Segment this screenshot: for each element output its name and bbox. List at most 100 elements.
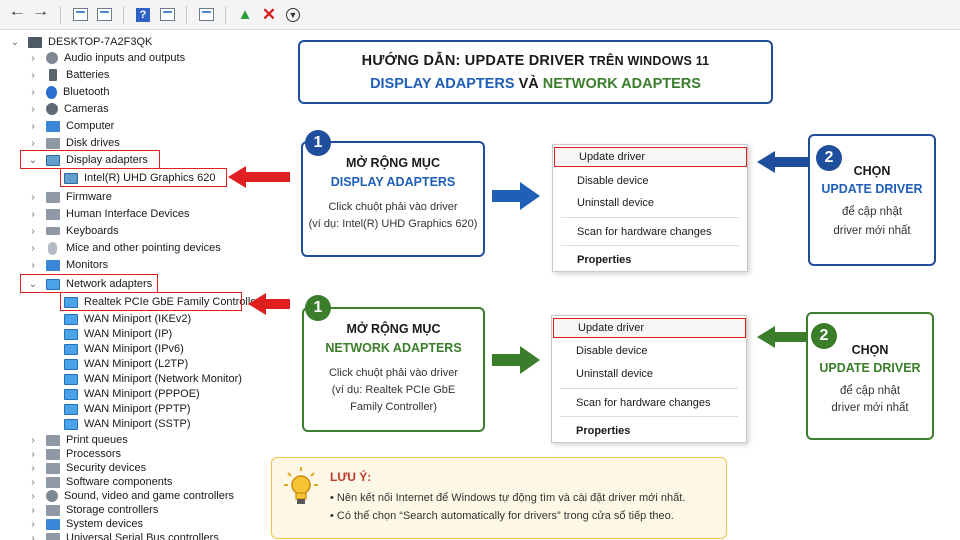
chevron-right-icon[interactable]: › [31, 191, 35, 203]
chevron-right-icon[interactable]: › [31, 434, 35, 446]
tree-item[interactable]: ›Computer [28, 118, 114, 134]
tree-item[interactable]: WAN Miniport (PPTP) [64, 401, 191, 417]
tree-item[interactable]: ›Human Interface Devices [28, 206, 189, 222]
menu-update-driver[interactable]: Update driver [553, 318, 746, 338]
tree-item[interactable]: › System devices [28, 516, 143, 532]
tree-item-label: Batteries [66, 69, 110, 81]
tree-item[interactable]: ›Firmware [28, 189, 112, 205]
chevron-right-icon[interactable]: › [31, 462, 35, 474]
tree-item-display-adapters[interactable]: ⌄Display adapters [28, 152, 148, 168]
tree-item[interactable]: ›Software components [28, 474, 172, 490]
chevron-right-icon[interactable]: › [31, 103, 35, 115]
tree-item[interactable]: ›Mice and other pointing devices [28, 240, 221, 256]
tree-item[interactable]: WAN Miniport (IP) [64, 326, 172, 342]
chevron-down-icon[interactable]: ⌄ [10, 36, 20, 48]
menu-separator [561, 217, 739, 218]
context-menu-network: Update driver Disable device Uninstall d… [551, 315, 747, 443]
network-adapter-icon [64, 328, 78, 340]
monitor-icon [46, 120, 60, 132]
choose-badge: 2 [816, 145, 842, 171]
tree-item[interactable]: ›Security devices [28, 460, 146, 476]
tree-item-intel-graphics[interactable]: Intel(R) UHD Graphics 620 [64, 170, 215, 186]
chevron-right-icon[interactable]: › [31, 86, 35, 98]
tree-item[interactable]: ›Audio inputs and outputs [28, 50, 185, 66]
chevron-down-icon[interactable]: ⌄ [28, 278, 38, 290]
chevron-right-icon[interactable]: › [31, 52, 35, 64]
tree-item[interactable]: ›Sound, video and game controllers [28, 488, 234, 504]
chevron-right-icon[interactable]: › [31, 518, 35, 530]
tree-item[interactable]: WAN Miniport (Network Monitor) [64, 371, 242, 387]
back-icon[interactable]: 🠐 [10, 4, 24, 21]
green-arrow-right-icon [492, 346, 540, 374]
tree-item[interactable]: ›Cameras [28, 101, 109, 117]
chevron-right-icon[interactable]: › [31, 208, 35, 220]
chevron-right-icon[interactable]: › [31, 225, 35, 237]
step-card-display: MỞ RỘNG MỤC DISPLAY ADAPTERS Click chuột… [301, 141, 485, 257]
menu-disable-device[interactable]: Disable device [577, 175, 649, 187]
chevron-right-icon[interactable]: › [31, 259, 35, 271]
print-icon[interactable] [195, 4, 217, 26]
menu-disable-device[interactable]: Disable device [576, 345, 648, 357]
choose-badge: 2 [811, 323, 837, 349]
tree-item[interactable]: ›Storage controllers [28, 502, 158, 518]
chevron-down-icon[interactable]: ⌄ [28, 154, 38, 166]
title-line-2: DISPLAY ADAPTERS VÀ NETWORK ADAPTERS [300, 76, 771, 92]
menu-scan-hardware[interactable]: Scan for hardware changes [577, 226, 712, 238]
tree-item[interactable]: › Batteries [28, 67, 109, 83]
blue-arrow-left-icon [757, 151, 809, 173]
download-icon[interactable]: ▼ [282, 4, 304, 26]
update-icon[interactable] [93, 4, 115, 26]
chevron-right-icon[interactable]: › [31, 504, 35, 516]
chevron-right-icon[interactable]: › [31, 137, 35, 149]
scan-icon[interactable]: ▲ [237, 6, 253, 23]
tree-item[interactable]: ›Print queues [28, 432, 127, 448]
tree-item[interactable]: ›Keyboards [28, 223, 118, 239]
tree-root[interactable]: ⌄ DESKTOP-7A2F3QK [10, 34, 153, 50]
step-desc: (ví dụ: Realtek PCIe GbE [331, 384, 456, 396]
menu-uninstall-device[interactable]: Uninstall device [577, 197, 655, 209]
step-desc: Family Controller) [350, 401, 437, 413]
tree-item[interactable]: ›Disk drives [28, 135, 119, 151]
chevron-right-icon[interactable]: › [31, 532, 35, 540]
toolbar-separator [123, 5, 124, 24]
tree-item[interactable]: ›Universal Serial Bus controllers [28, 530, 219, 540]
step-heading: MỞ RỘNG MỤC [346, 322, 441, 336]
network-adapter-icon [64, 388, 78, 400]
tree-item-realtek[interactable]: Realtek PCIe GbE Family Controller [64, 294, 260, 310]
menu-update-driver[interactable]: Update driver [554, 147, 747, 167]
title-network: NETWORK ADAPTERS [542, 76, 701, 92]
title-and: VÀ [518, 76, 539, 92]
storage-icon [46, 504, 60, 516]
tree-item-network-adapters[interactable]: ⌄Network adapters [28, 276, 152, 292]
tree-item[interactable]: WAN Miniport (IKEv2) [64, 311, 191, 327]
tree-item[interactable]: ›Bluetooth [28, 84, 109, 100]
tree-item[interactable]: WAN Miniport (PPPOE) [64, 386, 200, 402]
menu-scan-hardware[interactable]: Scan for hardware changes [576, 397, 711, 409]
chevron-right-icon[interactable]: › [31, 448, 35, 460]
tree-item[interactable]: WAN Miniport (L2TP) [64, 356, 188, 372]
tree-item[interactable]: WAN Miniport (SSTP) [64, 416, 191, 432]
tree-item[interactable]: WAN Miniport (IPv6) [64, 341, 184, 357]
chevron-right-icon[interactable]: › [31, 490, 35, 502]
step-desc: Click chuột phải vào driver [328, 367, 458, 379]
chevron-right-icon[interactable]: › [31, 242, 35, 254]
disk-icon [46, 137, 60, 149]
menu-properties[interactable]: Properties [576, 425, 631, 437]
chevron-right-icon[interactable]: › [31, 69, 35, 81]
help-icon[interactable]: ? [132, 4, 154, 26]
menu-uninstall-device[interactable]: Uninstall device [576, 368, 654, 380]
menu-properties[interactable]: Properties [577, 254, 632, 266]
properties-icon[interactable] [69, 4, 91, 26]
chevron-right-icon[interactable]: › [31, 120, 35, 132]
tree-item[interactable]: ›Processors [28, 446, 121, 462]
tree-item-label: Intel(R) UHD Graphics 620 [84, 172, 216, 184]
processor-icon [46, 448, 60, 460]
forward-icon[interactable]: 🠒 [34, 4, 48, 21]
display-icon[interactable] [156, 4, 178, 26]
tree-item[interactable]: ›Monitors [28, 257, 108, 273]
software-icon [46, 476, 60, 488]
tree-item-label: System devices [66, 518, 144, 530]
remove-icon[interactable]: ✕ [261, 4, 277, 24]
highlight-network-adapters [20, 274, 158, 293]
chevron-right-icon[interactable]: › [31, 476, 35, 488]
